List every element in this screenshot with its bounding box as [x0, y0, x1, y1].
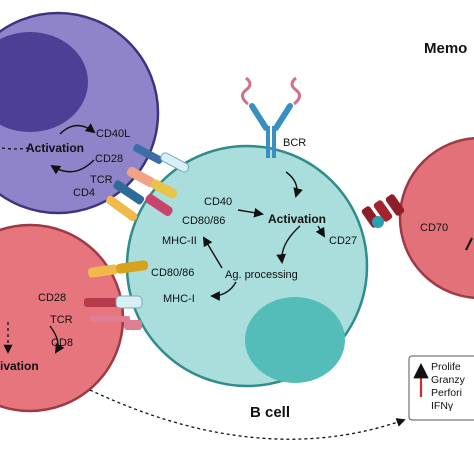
outcome-box [408, 355, 474, 421]
activation-agproc-arrow [276, 225, 301, 264]
memory-cell-body [398, 136, 474, 300]
memory-cell [398, 136, 474, 300]
cd4-b-interface [106, 144, 190, 222]
cd8-coreceptor-head [124, 320, 142, 330]
cd80-86-receptor-cd8 [115, 260, 149, 274]
outcome-item-proliferation: Prolife [431, 361, 461, 373]
cd8-b-interface [84, 260, 149, 330]
mhc-ii-receptor [145, 194, 173, 216]
cd4-activation-arrow-top [59, 123, 96, 135]
bcr-label: BCR [283, 137, 306, 149]
bcr-receptor [241, 76, 301, 158]
cd4-dashed-arrow [1, 147, 29, 150]
cd40l-receptor [133, 144, 163, 164]
agproc-mhci-arrow [210, 281, 237, 301]
cd40-receptor [160, 152, 190, 173]
b-cell-title: B cell [250, 404, 290, 421]
cd8-coreceptor [90, 316, 130, 322]
cd4-label: CD4 [73, 187, 95, 199]
cd70-cd27-interface [361, 194, 405, 228]
cd80-86-top-label: CD80/86 [182, 215, 225, 227]
bcr-stem-right [272, 126, 276, 158]
b-activation-label: Activation [268, 212, 326, 226]
cd4-t-cell [0, 11, 160, 215]
cd27-label: CD27 [329, 235, 357, 247]
cd4-activation-arrow-bottom [50, 159, 95, 175]
mhc-ii-label: MHC-II [162, 235, 197, 247]
cd8-activation-label: ivation [0, 359, 39, 373]
cd40l-label: CD40L [96, 128, 130, 140]
ag-processing-label: Ag. processing [225, 269, 298, 281]
cd4-nucleus [0, 32, 88, 132]
cd8-cd28-label: CD28 [38, 292, 66, 304]
cd70-label: CD70 [420, 222, 448, 234]
cd40-label: CD40 [204, 196, 232, 208]
tcr-receptor-cd4 [113, 180, 145, 205]
cd70-block-2 [373, 200, 393, 222]
b-cell-nucleus [245, 297, 345, 383]
cd8-activation-arrow [49, 325, 65, 354]
cd8-label: CD8 [51, 337, 73, 349]
mhc-i-label: MHC-I [163, 293, 195, 305]
cd40-activation-arrow [237, 207, 264, 218]
outcome-item-perforin: Perfori [431, 387, 462, 399]
cd28-receptor-cd4 [126, 166, 156, 188]
cd80-86-receptor-cd4 [150, 179, 178, 199]
bcr-antigen-right [290, 76, 301, 106]
bcr-arm-left [249, 103, 269, 131]
bcr-activation-arrow [285, 171, 303, 198]
activation-cd27-arrow [315, 225, 326, 238]
cd8-outcome-dashed-arrow [89, 389, 406, 440]
bcr-stem-left [266, 126, 270, 158]
memory-cell-title: Memo [424, 40, 467, 57]
bcr-antigen-left [241, 76, 252, 106]
agproc-mhcii-arrow [202, 236, 223, 269]
cd4-activation-label: Activation [26, 141, 84, 155]
memory-activation-arrow [465, 237, 473, 251]
outcome-item-granzyme: Granzy [431, 374, 466, 386]
cd4-cd28-label: CD28 [95, 153, 123, 165]
cd80-86-left-label: CD80/86 [151, 267, 194, 279]
cd28-receptor-cd8 [87, 264, 119, 278]
cd4-tcr-label: TCR [90, 174, 113, 186]
outcome-item-ifng: IFNγ [431, 400, 454, 412]
cd4-coreceptor [106, 195, 138, 222]
b-cell [125, 144, 369, 388]
mhc-i-receptor [115, 295, 143, 309]
cd27-receptor [372, 216, 384, 228]
bcr-arm-right [273, 103, 293, 131]
tcr-receptor-cd8 [84, 298, 118, 307]
cd70-block-3 [385, 194, 405, 216]
cd8-tcr-label: TCR [50, 314, 73, 326]
